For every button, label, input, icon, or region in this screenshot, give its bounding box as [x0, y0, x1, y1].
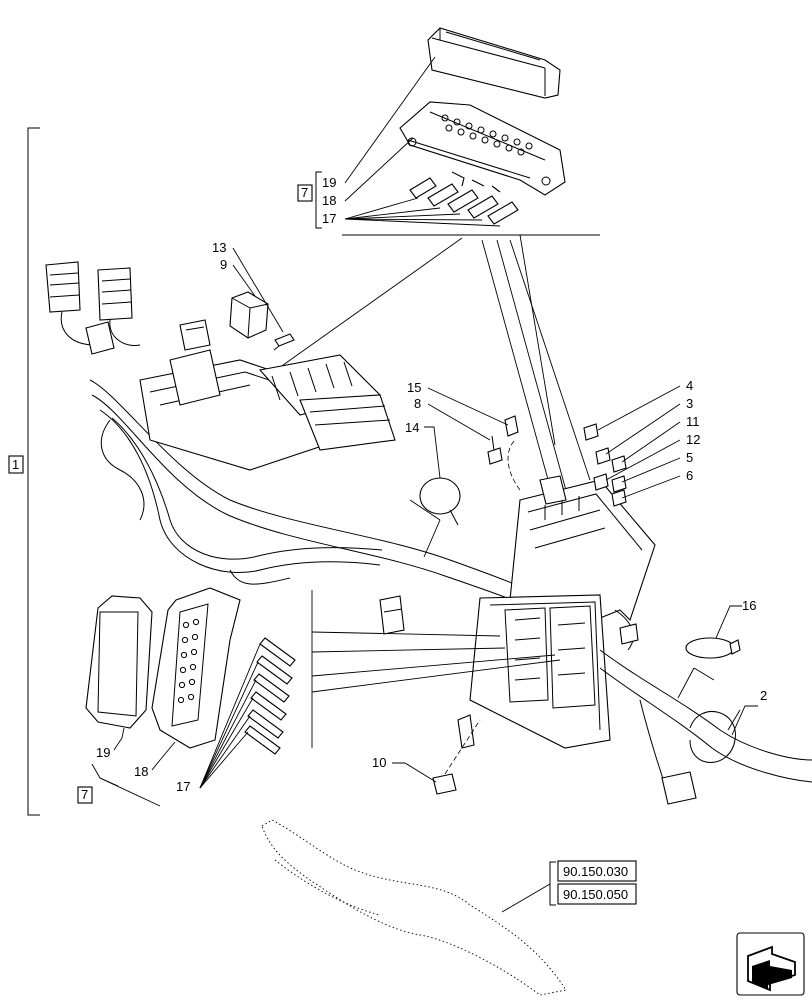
- callout-18-top: 18: [322, 193, 336, 208]
- mini-fuses: [583, 423, 627, 507]
- harness-2: [599, 609, 812, 805]
- bottom-subassembly-box: 7: [77, 786, 93, 804]
- leader-10: [392, 762, 437, 783]
- cable-tie-14: [419, 477, 461, 526]
- leader-16: [715, 605, 742, 639]
- top-terminals-17: [409, 171, 519, 225]
- callout-15: 15: [407, 380, 421, 395]
- stud-15: [504, 415, 519, 437]
- harness-connectors-left: [45, 261, 141, 355]
- connector-10: [432, 719, 481, 795]
- top-connector-18: [399, 101, 566, 196]
- leader-2: [731, 705, 758, 736]
- callout-9: 9: [220, 257, 227, 272]
- right-leaders: [597, 385, 681, 499]
- bottom-connector-18: [151, 587, 241, 749]
- callout-5: 5: [686, 450, 693, 465]
- next-page-arrow-icon[interactable]: [736, 932, 805, 996]
- callout-19-bottom: 19: [96, 745, 110, 760]
- callout-16: 16: [742, 598, 756, 613]
- reference-box: 90.150.030 90.150.050: [501, 860, 637, 913]
- phantom-bracket: [261, 819, 567, 996]
- assembly-label: 1: [12, 457, 19, 472]
- projection-lines: [254, 234, 591, 506]
- callout-10: 10: [372, 755, 386, 770]
- callout-12: 12: [686, 432, 700, 447]
- bottom-leaders: [91, 590, 561, 807]
- callout-4: 4: [686, 378, 693, 393]
- callout-14: 14: [405, 420, 419, 435]
- leader-13: [232, 247, 284, 333]
- assembly-bracket: 1: [8, 127, 40, 816]
- callout-17-bottom: 17: [176, 779, 190, 794]
- callout-8: 8: [414, 396, 421, 411]
- subassembly-bottom-label: 7: [81, 787, 88, 802]
- relay-9: [229, 291, 269, 339]
- bolt-8: [487, 435, 503, 465]
- leader-15: [427, 387, 509, 426]
- leader-8: [427, 403, 491, 441]
- callout-11: 11: [686, 414, 700, 429]
- leader-9: [232, 264, 256, 297]
- top-cover-19: [427, 27, 561, 99]
- reference-90-150-030[interactable]: 90.150.030: [563, 864, 628, 879]
- callout-18-bottom: 18: [134, 764, 148, 779]
- relay-center: [379, 595, 405, 635]
- leader-14: [424, 426, 441, 479]
- callout-17-top: 17: [322, 211, 336, 226]
- cable-tie-16: [685, 637, 741, 659]
- subassembly-top-label: 7: [301, 185, 308, 200]
- callout-6: 6: [686, 468, 693, 483]
- top-subassembly-bracket: 7: [297, 171, 322, 229]
- relay-block-harness: [139, 319, 396, 471]
- callout-3: 3: [686, 396, 693, 411]
- fuse-box-assembly: [457, 439, 656, 749]
- callout-13: 13: [212, 240, 226, 255]
- bottom-terminals-17: [244, 637, 296, 755]
- bottom-cover-19: [85, 595, 153, 729]
- screw-13: [273, 333, 295, 351]
- reference-90-150-050[interactable]: 90.150.050: [563, 887, 628, 902]
- callout-2: 2: [760, 688, 767, 703]
- callout-19-top: 19: [322, 175, 336, 190]
- top-leaders: [342, 56, 600, 236]
